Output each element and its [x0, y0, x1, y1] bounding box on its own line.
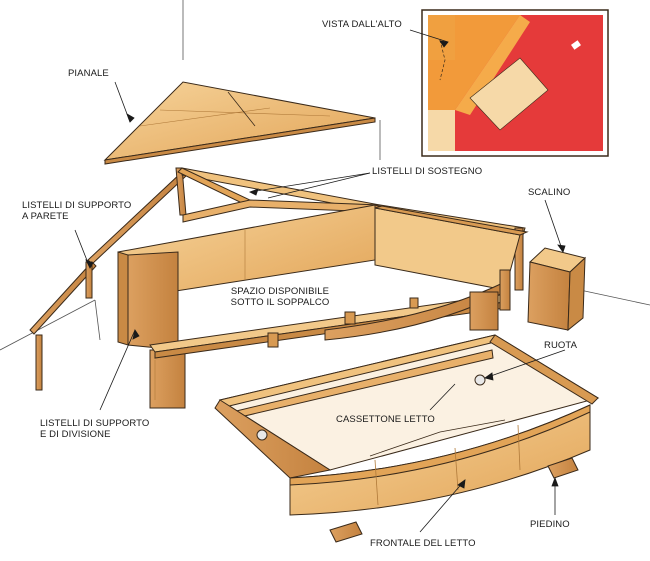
label-listelli-supporto-divisione: LISTELLI DI SUPPORTO E DI DIVISIONE	[40, 418, 149, 440]
label-listelli-di-sostegno: LISTELLI DI SOSTEGNO	[372, 166, 483, 177]
label-piedino: PIEDINO	[530, 519, 570, 530]
piedino-feet	[329, 457, 579, 543]
right-legs	[469, 269, 511, 331]
vista-dall-alto-inset	[421, 9, 609, 157]
pianale-panel	[103, 81, 376, 165]
label-listelli-supporto-parete-line2: A PARETE	[22, 211, 69, 222]
label-spazio-disponibile: SPAZIO DISPONIBILE SOTTO IL SOPPALCO	[225, 286, 335, 308]
label-listelli-supporto-parete: LISTELLI DI SUPPORTO A PARETE	[22, 200, 131, 222]
wall-support-battens	[29, 167, 187, 391]
label-listelli-supporto-divisione-line1: LISTELLI DI SUPPORTO	[40, 418, 150, 429]
label-pianale: PIANALE	[68, 68, 109, 79]
label-vista-dall-alto: VISTA DALL'ALTO	[322, 19, 402, 30]
callout-lines	[74, 29, 566, 533]
cassettone-drawer	[214, 334, 600, 516]
label-listelli-supporto-parete-line1: LISTELLI DI SUPPORTO	[22, 200, 132, 211]
front-left-panel	[117, 251, 186, 409]
label-scalino: SCALINO	[528, 187, 571, 198]
scalino-block	[527, 247, 587, 332]
label-cassettone-letto: CASSETTONE LETTO	[336, 414, 435, 425]
label-listelli-supporto-divisione-line2: E DI DIVISIONE	[40, 429, 111, 440]
side-panel-right	[374, 205, 529, 291]
label-ruota: RUOTA	[544, 340, 578, 351]
label-frontale-del-letto: FRONTALE DEL LETTO	[370, 538, 476, 549]
label-spazio-disponibile-line1: SPAZIO DISPONIBILE	[230, 286, 330, 297]
room-wall-lines	[0, 0, 650, 351]
label-spazio-disponibile-line2: SOTTO IL SOPPALCO	[230, 297, 330, 308]
